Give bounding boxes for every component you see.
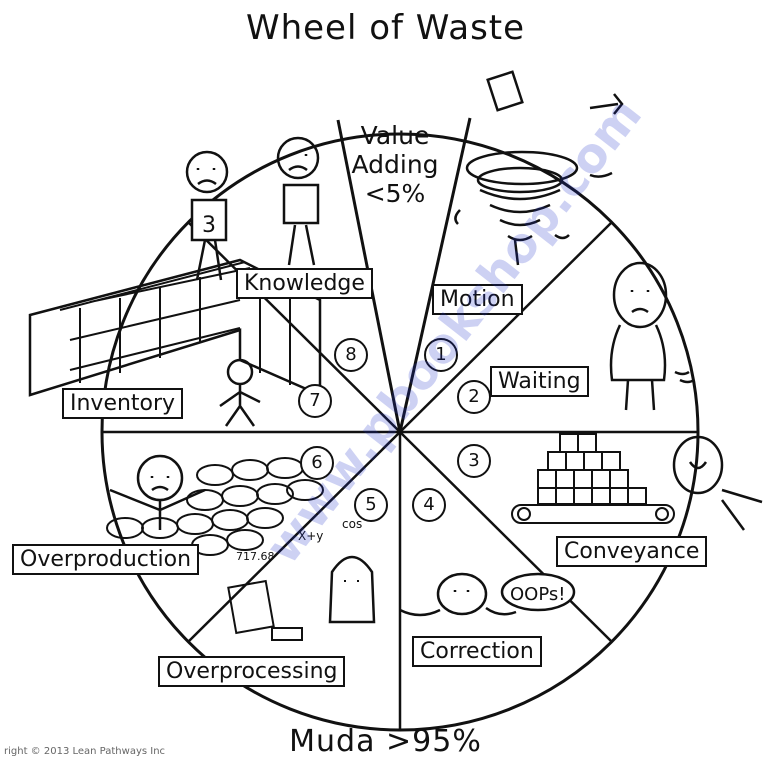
number-8: 8 <box>334 338 368 372</box>
value-adding-line2: Adding <box>351 149 439 179</box>
number-6: 6 <box>300 446 334 480</box>
spoke-conveyance-correction <box>399 431 613 643</box>
motion-illustration <box>454 70 624 266</box>
value-adding-label: Value Adding <5% <box>345 121 445 208</box>
label-motion: Motion <box>432 284 523 316</box>
number-1: 1 <box>424 338 458 372</box>
svg-text:717.68: 717.68 <box>236 550 275 563</box>
product-piles <box>106 457 324 556</box>
waiting-illustration <box>609 261 695 411</box>
label-overprocessing: Overprocessing <box>158 656 346 688</box>
svg-text:cos: cos <box>342 517 362 531</box>
svg-text:X+y: X+y <box>298 529 323 543</box>
keyboard-icon <box>271 627 303 641</box>
copyright-credit: right © 2013 Lean Pathways Inc <box>4 746 166 757</box>
muda-footer: Muda >95% <box>289 724 482 759</box>
number-3: 3 <box>457 444 491 478</box>
spoke-overprocessing-overproduction <box>187 431 401 643</box>
number-5: 5 <box>354 488 388 522</box>
speech-bubble <box>500 572 576 612</box>
boxes-group <box>537 433 647 505</box>
paper-icon <box>486 70 524 112</box>
label-correction: Correction <box>412 636 542 668</box>
number-2: 2 <box>457 380 491 414</box>
overproduction-illustration <box>106 454 324 556</box>
label-waiting: Waiting <box>490 366 589 398</box>
diagram-title: Wheel of Waste <box>245 8 526 48</box>
spoke-motion-waiting <box>399 221 613 433</box>
svg-text:3: 3 <box>202 213 216 238</box>
label-inventory: Inventory <box>62 388 184 420</box>
value-adding-line3: <5% <box>364 178 426 208</box>
person-head-icon <box>185 150 229 194</box>
number-7: 7 <box>298 384 332 418</box>
label-conveyance: Conveyance <box>556 536 708 568</box>
knowledge-illustration: 3 <box>185 136 320 281</box>
inventory-illustration <box>28 258 322 427</box>
correction-illustration: OOPs! <box>399 572 576 617</box>
wrench-icon <box>589 93 624 115</box>
label-knowledge: Knowledge <box>236 268 373 300</box>
oops-text: OOPs! <box>510 584 565 605</box>
computer-monitor-icon <box>227 579 275 635</box>
conveyance-illustration <box>511 433 763 531</box>
person-head-icon <box>276 136 320 180</box>
label-overproduction: Overproduction <box>12 544 200 576</box>
overprocessing-illustration: X+y cos 717.68 <box>227 517 376 641</box>
spoke-inventory-knowledge <box>187 221 401 433</box>
number-4: 4 <box>412 488 446 522</box>
value-adding-line1: Value <box>360 121 430 150</box>
